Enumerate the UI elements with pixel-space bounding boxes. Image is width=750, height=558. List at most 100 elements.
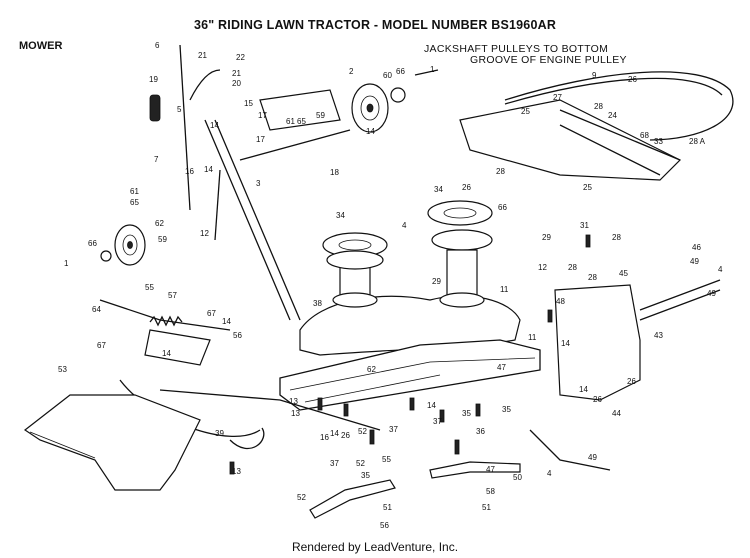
part-callout: 11	[528, 333, 537, 342]
part-callout: 55	[382, 455, 391, 464]
part-callout: 36	[476, 427, 485, 436]
part-callout: 26	[627, 377, 636, 386]
belt-cover	[23, 394, 201, 491]
jackshaft-bracket	[459, 99, 682, 181]
part-callout: 52	[356, 459, 365, 468]
part-callout: 33	[654, 137, 663, 146]
part-callout: 56	[233, 331, 242, 340]
part-callout: 34	[336, 211, 345, 220]
part-callout: 61	[286, 117, 295, 126]
gauge-wheel-lower	[100, 224, 146, 266]
part-callout: 46	[692, 243, 701, 252]
part-callout: 47	[486, 465, 495, 474]
part-callout: 35	[502, 405, 511, 414]
part-callout: 65	[130, 198, 139, 207]
part-callout: 50	[513, 473, 522, 482]
part-callout: 48	[556, 297, 565, 306]
part-callout: 21	[198, 51, 207, 60]
part-callout: 25	[583, 183, 592, 192]
part-callout: 37	[330, 459, 339, 468]
part-callout: 22	[236, 53, 245, 62]
part-callout: 15	[244, 99, 253, 108]
part-callout: 35	[462, 409, 471, 418]
part-callout: 16	[320, 433, 329, 442]
part-callout: 28	[612, 233, 621, 242]
part-callout: 64	[92, 305, 101, 314]
part-callout: 24	[608, 111, 617, 120]
part-callout: 11	[500, 285, 509, 294]
part-callout: 6	[155, 41, 160, 50]
right-spindle-assembly	[427, 200, 493, 308]
part-callout: 28	[588, 273, 597, 282]
part-callout: 20	[232, 79, 241, 88]
part-callout: 14	[162, 349, 171, 358]
part-callout: 19	[149, 75, 158, 84]
part-callout: 17	[258, 111, 267, 120]
part-callout: 37	[389, 425, 398, 434]
part-callout: 26	[462, 183, 471, 192]
part-callout: 60	[383, 71, 392, 80]
part-callout: 25	[521, 107, 530, 116]
part-callout: 14	[204, 165, 213, 174]
part-callout: 55	[145, 283, 154, 292]
part-callout: 57	[168, 291, 177, 300]
part-callout: 21	[232, 69, 241, 78]
part-callout: 14	[222, 317, 231, 326]
part-callout: 28 A	[689, 137, 706, 146]
section-label: MOWER	[19, 40, 63, 52]
part-callout: 27	[553, 93, 562, 102]
part-callout: 37	[433, 417, 442, 426]
part-callout: 29	[542, 233, 551, 242]
footer-credit: Rendered by LeadVenture, Inc.	[291, 540, 459, 554]
right-hanger-assembly	[529, 279, 721, 471]
part-callout: 28	[594, 102, 603, 111]
part-callout: 52	[297, 493, 306, 502]
part-callout: 4	[718, 265, 723, 274]
part-callout: 14	[427, 401, 436, 410]
part-callout: 1	[64, 259, 69, 268]
part-callout: 61	[130, 187, 139, 196]
part-callout: 1	[430, 65, 435, 74]
part-callout: 14	[366, 127, 375, 136]
part-callout: 7	[154, 155, 159, 164]
part-callout: 56	[380, 521, 389, 530]
part-callout: 16	[185, 167, 194, 176]
part-callout: 66	[88, 239, 97, 248]
part-callout: 59	[158, 235, 167, 244]
part-callout: 51	[383, 503, 392, 512]
part-callout: 59	[316, 111, 325, 120]
spring-and-grip	[149, 94, 183, 327]
part-callout: 29	[432, 277, 441, 286]
part-callout: 62	[155, 219, 164, 228]
part-callout: 14	[561, 339, 570, 348]
part-callout: 26	[628, 75, 637, 84]
part-callout: 14	[210, 121, 219, 130]
part-callout: 66	[396, 67, 405, 76]
diagram-title: 36" RIDING LAWN TRACTOR - MODEL NUMBER B…	[193, 18, 557, 32]
part-callout: 67	[97, 341, 106, 350]
part-callout: 51	[482, 503, 491, 512]
mower-blades	[309, 461, 521, 519]
part-callout: 17	[256, 135, 265, 144]
part-callout: 31	[580, 221, 589, 230]
part-callout: 62	[367, 365, 376, 374]
part-callout: 45	[619, 269, 628, 278]
part-callout: 5	[177, 105, 182, 114]
part-callout: 44	[612, 409, 621, 418]
pulley-note-line-2: GROOVE OF ENGINE PULLEY	[470, 54, 627, 66]
part-callout: 14	[330, 429, 339, 438]
part-callout: 66	[498, 203, 507, 212]
part-callout: 68	[640, 131, 649, 140]
pulley-note-line-1: JACKSHAFT PULLEYS TO BOTTOM	[424, 43, 609, 55]
part-callout: 35	[361, 471, 370, 480]
part-callout: 9	[592, 71, 597, 80]
part-callout: 28	[496, 167, 505, 176]
hardware-bolts	[229, 234, 591, 475]
gauge-wheel-upper	[351, 69, 439, 133]
part-callout: 12	[538, 263, 547, 272]
part-callout: 28	[568, 263, 577, 272]
part-callout: 49	[588, 453, 597, 462]
part-callout: 14	[579, 385, 588, 394]
